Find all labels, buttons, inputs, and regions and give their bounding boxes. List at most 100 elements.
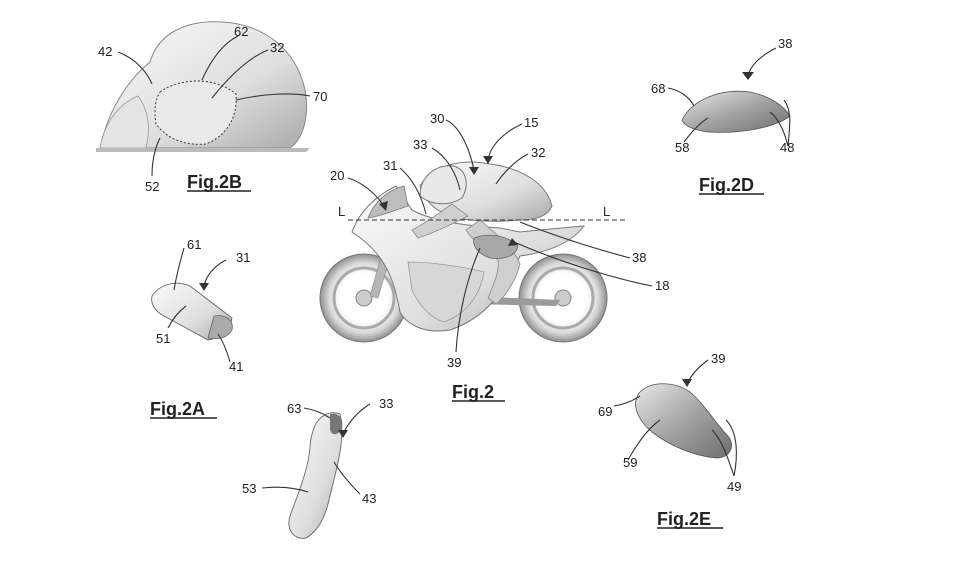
fig-2-caption: Fig.2 (452, 382, 494, 402)
fig-2e-leader-49b (711, 429, 735, 477)
fig-2-leader-38 (519, 221, 631, 259)
fig-2d-group: 38 68 58 48 Fig.2D (651, 36, 794, 195)
fig-2e-airbag-39 (635, 383, 732, 459)
fig-2d-arrowhead-38 (742, 72, 754, 80)
fig-2c-ref-63: 63 (287, 401, 301, 416)
fig-2a-ref-31: 31 (236, 250, 250, 265)
fig-2a-caption: Fig.2A (150, 399, 205, 419)
fig-2b-ref-52: 52 (145, 179, 159, 194)
fig-2a-airbag-end (207, 315, 233, 340)
fig-2c-ref-43: 43 (362, 491, 376, 506)
fig-2-ref-18: 18 (655, 278, 669, 293)
fig-2c-arrowhead-33 (338, 430, 348, 438)
fig-2a-arrowhead-31 (199, 283, 209, 291)
fig-2-rider-arm (411, 203, 469, 239)
fig-2a-leader-51 (167, 305, 187, 329)
fig-2b-rider-arm (99, 95, 149, 149)
fig-2e-leader-59 (627, 419, 661, 461)
fig-2a-ref-41: 41 (229, 359, 243, 374)
fig-2-leader-32 (495, 153, 529, 185)
fig-2b-leader-70 (235, 93, 311, 101)
fig-2-leader-31 (399, 167, 427, 215)
fig-2-leader-39 (455, 247, 481, 353)
fig-2c-leader-63 (303, 407, 331, 419)
fig-2b-ref-32: 32 (270, 40, 284, 55)
fig-2e-group: 39 69 59 49 Fig.2E (598, 351, 741, 529)
fig-2-airbag-39-thigh (473, 234, 519, 259)
fig-2-ref-31: 31 (383, 158, 397, 173)
fig-2b-leader-32 (211, 49, 269, 99)
fig-2-leader-18 (513, 241, 653, 287)
fig-2e-arrowhead-39 (682, 379, 692, 387)
fig-2d-caption: Fig.2D (699, 175, 754, 195)
fig-2b-leader-62 (201, 35, 239, 81)
fig-2c-ref-33: 33 (379, 396, 393, 411)
fig-2-group: L L 15 30 33 32 20 31 38 18 39 Fig.2 (319, 111, 669, 402)
fig-2-ref-20: 20 (330, 168, 344, 183)
fig-2e-leader-69 (613, 395, 641, 407)
fig-2-front-hub (355, 289, 373, 307)
fig-2-axis-label-left: L (338, 204, 345, 219)
fig-2d-leader-68 (667, 87, 695, 107)
fig-2-ref-15: 15 (524, 115, 538, 130)
fig-2c-leader-33 (343, 403, 371, 433)
fig-2-arrowhead-18 (508, 238, 518, 246)
fig-2d-ref-58: 58 (675, 140, 689, 155)
fig-2d-leader-38 (747, 47, 777, 77)
fig-2c-airbag-top (330, 413, 343, 435)
fig-2-front-wheel-rim (332, 266, 396, 330)
fig-2d-ref-48: 48 (780, 140, 794, 155)
fig-2b-ref-70: 70 (313, 89, 327, 104)
fig-2-rear-wheel-rim (531, 266, 595, 330)
fig-2d-leader-48a (783, 99, 791, 147)
fig-2a-ref-51: 51 (156, 331, 170, 346)
fig-2-ref-30: 30 (430, 111, 444, 126)
fig-2b-caption: Fig.2B (187, 172, 242, 192)
fig-2e-ref-59: 59 (623, 455, 637, 470)
fig-2e-caption: Fig.2E (657, 509, 711, 529)
fig-2-ref-33: 33 (413, 137, 427, 152)
fig-2-leader-33 (431, 147, 461, 191)
fig-2-rear-hub (554, 289, 572, 307)
fig-2d-leader-48b (769, 111, 789, 147)
fig-2-leader-15 (487, 123, 523, 161)
fig-2e-ref-39: 39 (711, 351, 725, 366)
fig-2b-leader-42 (117, 51, 153, 85)
fig-2b-seat (96, 148, 310, 152)
fig-2d-ref-38: 38 (778, 36, 792, 51)
fig-2c-leader-43 (333, 461, 361, 495)
fig-2a-group: 61 31 51 41 Fig.2A (150, 237, 250, 419)
fig-2b-airbag-outline (154, 80, 237, 145)
fig-2a-leader-61 (173, 247, 185, 291)
fig-2e-ref-69: 69 (598, 404, 612, 419)
fig-2c-group: 63 33 53 43 (242, 396, 393, 539)
fig-2a-leader-31 (203, 259, 227, 287)
fig-2b-leader-52 (151, 137, 161, 177)
fig-2-ref-39: 39 (447, 355, 461, 370)
fig-2c-airbag-33 (288, 412, 343, 539)
fig-2-ref-38: 38 (632, 250, 646, 265)
fig-2b-group: 42 62 32 70 52 Fig.2B (96, 21, 327, 194)
fig-2-arrowhead-15 (483, 156, 493, 164)
fig-2-axis-label-right: L (603, 204, 610, 219)
fig-2e-leader-39 (687, 359, 709, 383)
fig-2b-ref-62: 62 (234, 24, 248, 39)
fig-2e-ref-49: 49 (727, 479, 741, 494)
fig-2-leader-20 (347, 177, 385, 207)
fig-2e-leader-49a (725, 419, 737, 477)
fig-2c-leader-53 (261, 486, 309, 493)
fig-2-windscreen (367, 185, 409, 219)
fig-2-arrowhead-30 (469, 167, 479, 175)
fig-2a-ref-61: 61 (187, 237, 201, 252)
fig-2-fairing-panel (407, 261, 485, 323)
fig-2-rider-helmet (419, 165, 467, 205)
fig-2-fairing (351, 185, 586, 332)
fig-2a-leader-41 (217, 333, 231, 363)
fig-2c-ref-53: 53 (242, 481, 256, 496)
fig-2d-ref-68: 68 (651, 81, 665, 96)
fig-2b-ref-42: 42 (98, 44, 112, 59)
fig-2d-leader-58 (683, 117, 709, 143)
fig-2-ref-32: 32 (531, 145, 545, 160)
fig-2-arrowhead-20 (379, 201, 388, 211)
